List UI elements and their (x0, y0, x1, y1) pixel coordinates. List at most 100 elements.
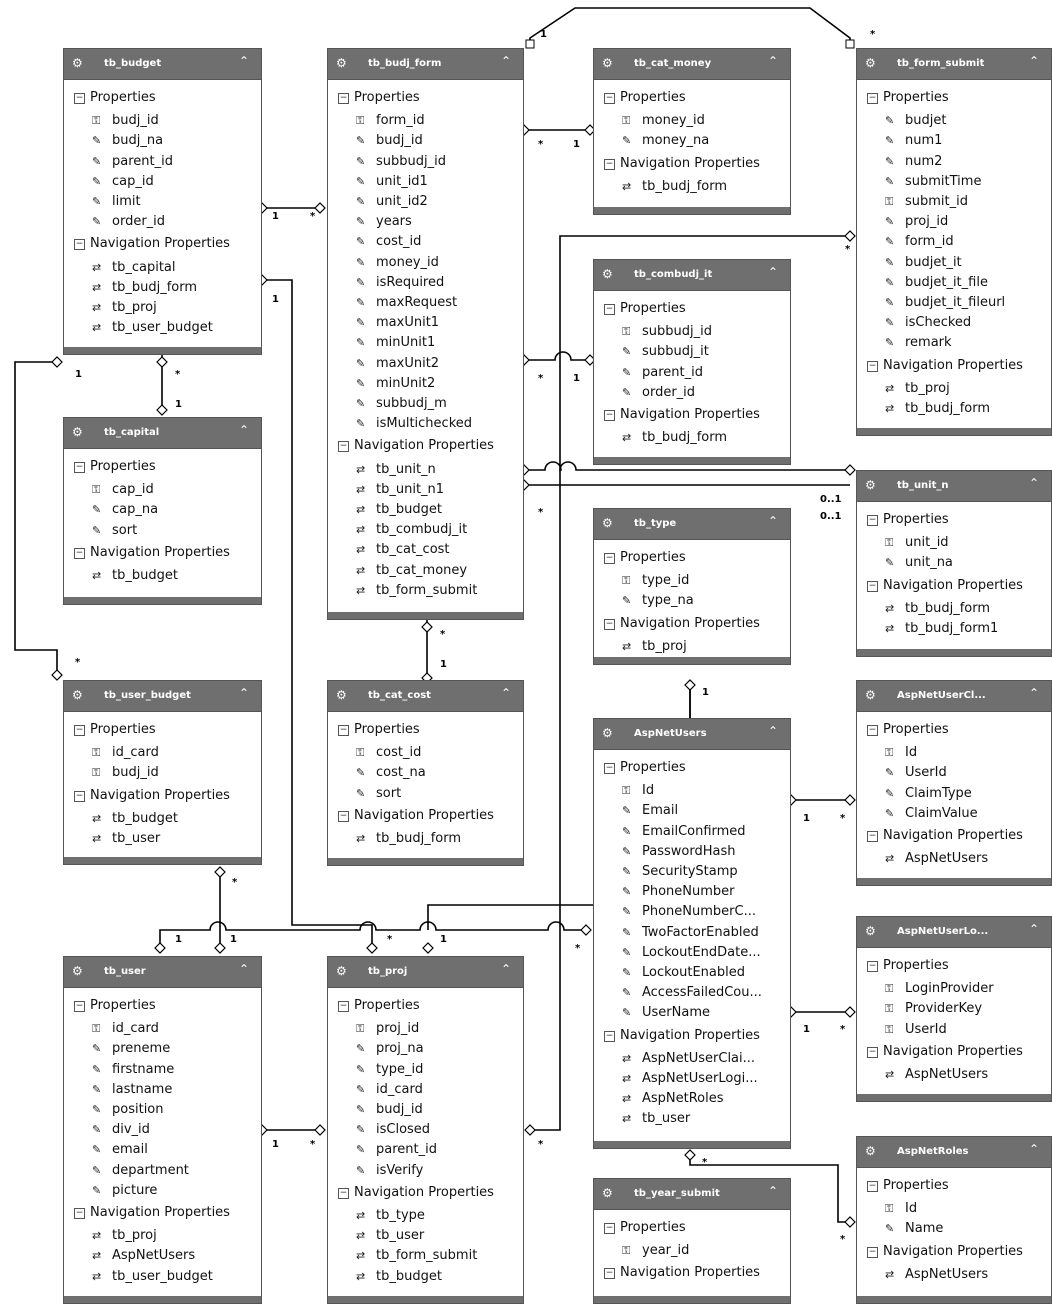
navigation-section-header[interactable]: −Navigation Properties (604, 407, 760, 422)
properties-section-header[interactable]: −Properties (74, 722, 156, 737)
entity-tb-user-budget[interactable]: ⚙tb_user_budget⌃−Properties⚿id_card⚿budj… (63, 680, 262, 865)
collapse-box-icon[interactable]: − (74, 239, 85, 251)
entity-header[interactable]: ⚙AspNetUserCl...⌃ (857, 681, 1051, 712)
entity-tb-cat-cost[interactable]: ⚙tb_cat_cost⌃−Properties⚿cost_id✎cost_na… (327, 680, 524, 866)
entity-header[interactable]: ⚙tb_user_budget⌃ (64, 681, 261, 712)
collapse-box-icon[interactable]: − (604, 158, 615, 170)
properties-section-header[interactable]: −Properties (867, 722, 949, 737)
properties-section-header[interactable]: −Properties (338, 722, 420, 737)
navigation-section-header[interactable]: −Navigation Properties (867, 1044, 1023, 1059)
properties-section-header[interactable]: −Properties (338, 998, 420, 1013)
navigation-section-header[interactable]: −Navigation Properties (604, 1028, 760, 1043)
collapse-box-icon[interactable]: − (867, 515, 878, 526)
navigation-section-header[interactable]: −Navigation Properties (338, 1185, 494, 1200)
collapse-box-icon[interactable]: − (74, 790, 85, 802)
entity-aspnetuserclaims[interactable]: ⚙AspNetUserCl...⌃−Properties⚿Id✎UserId✎C… (856, 680, 1052, 886)
properties-section-header[interactable]: −Properties (74, 90, 156, 105)
entity-tb-budget[interactable]: ⚙tb_budget⌃−Properties⚿budj_id✎budj_na✎p… (63, 48, 262, 355)
collapse-chevron-icon[interactable]: ⌃ (767, 265, 778, 279)
navigation-section-header[interactable]: −Navigation Properties (338, 438, 494, 453)
collapse-box-icon[interactable]: − (74, 93, 85, 104)
collapse-box-icon[interactable]: − (867, 1046, 878, 1058)
collapse-box-icon[interactable]: − (338, 1001, 349, 1012)
collapse-chevron-icon[interactable]: ⌃ (1028, 1142, 1039, 1156)
collapse-box-icon[interactable]: − (604, 304, 615, 315)
collapse-chevron-icon[interactable]: ⌃ (500, 962, 511, 976)
properties-section-header[interactable]: −Properties (604, 760, 686, 775)
entity-header[interactable]: ⚙tb_cat_cost⌃ (328, 681, 523, 712)
entity-tb-capital[interactable]: ⚙tb_capital⌃−Properties⚿cap_id✎cap_na✎so… (63, 417, 262, 605)
entity-header[interactable]: ⚙AspNetRoles⌃ (857, 1137, 1051, 1168)
collapse-box-icon[interactable]: − (867, 961, 878, 972)
collapse-chevron-icon[interactable]: ⌃ (238, 54, 249, 68)
navigation-section-header[interactable]: −Navigation Properties (867, 578, 1023, 593)
entity-tb-cat-money[interactable]: ⚙tb_cat_money⌃−Properties⚿money_id✎money… (593, 48, 791, 215)
collapse-chevron-icon[interactable]: ⌃ (238, 686, 249, 700)
entity-header[interactable]: ⚙tb_cat_money⌃ (594, 49, 790, 80)
collapse-chevron-icon[interactable]: ⌃ (238, 962, 249, 976)
collapse-box-icon[interactable]: − (604, 1268, 615, 1280)
properties-section-header[interactable]: −Properties (867, 90, 949, 105)
collapse-box-icon[interactable]: − (338, 810, 349, 822)
collapse-box-icon[interactable]: − (604, 93, 615, 104)
entity-tb-form-submit[interactable]: ⚙tb_form_submit⌃−Properties✎budjet✎num1✎… (856, 48, 1052, 436)
collapse-box-icon[interactable]: − (604, 410, 615, 421)
navigation-section-header[interactable]: −Navigation Properties (867, 828, 1023, 843)
collapse-box-icon[interactable]: − (604, 1223, 615, 1234)
collapse-box-icon[interactable]: − (604, 763, 615, 774)
entity-header[interactable]: ⚙tb_user⌃ (64, 957, 261, 988)
entity-tb-combudj-it[interactable]: ⚙tb_combudj_it⌃−Properties⚿subbudj_id✎su… (593, 259, 791, 465)
entity-header[interactable]: ⚙tb_combudj_it⌃ (594, 260, 790, 291)
entity-tb-type[interactable]: ⚙tb_type⌃−Properties⚿type_id✎type_na−Nav… (593, 508, 791, 665)
collapse-box-icon[interactable]: − (338, 93, 349, 104)
entity-header[interactable]: ⚙tb_year_submit⌃ (594, 1179, 790, 1210)
entity-header[interactable]: ⚙AspNetUsers⌃ (594, 719, 790, 750)
navigation-section-header[interactable]: −Navigation Properties (867, 358, 1023, 373)
entity-tb-proj[interactable]: ⚙tb_proj⌃−Properties⚿proj_id✎proj_na✎typ… (327, 956, 524, 1304)
properties-section-header[interactable]: −Properties (867, 512, 949, 527)
entity-header[interactable]: ⚙tb_budget⌃ (64, 49, 261, 80)
navigation-section-header[interactable]: −Navigation Properties (338, 808, 494, 823)
entity-tb-user[interactable]: ⚙tb_user⌃−Properties⚿id_card✎preneme✎fir… (63, 956, 262, 1304)
collapse-box-icon[interactable]: − (867, 725, 878, 736)
collapse-box-icon[interactable]: − (74, 462, 85, 473)
collapse-box-icon[interactable]: − (74, 1001, 85, 1012)
collapse-chevron-icon[interactable]: ⌃ (1028, 686, 1039, 700)
collapse-chevron-icon[interactable]: ⌃ (767, 54, 778, 68)
navigation-section-header[interactable]: −Navigation Properties (604, 156, 760, 171)
collapse-box-icon[interactable]: − (867, 831, 878, 842)
entity-header[interactable]: ⚙tb_form_submit⌃ (857, 49, 1051, 80)
entity-header[interactable]: ⚙tb_capital⌃ (64, 418, 261, 449)
entity-header[interactable]: ⚙tb_type⌃ (594, 509, 790, 540)
collapse-box-icon[interactable]: − (338, 1187, 349, 1199)
properties-section-header[interactable]: −Properties (74, 459, 156, 474)
properties-section-header[interactable]: −Properties (604, 550, 686, 565)
navigation-section-header[interactable]: −Navigation Properties (74, 236, 230, 251)
properties-section-header[interactable]: −Properties (604, 301, 686, 316)
properties-section-header[interactable]: −Properties (604, 90, 686, 105)
collapse-box-icon[interactable]: − (74, 1208, 85, 1219)
navigation-section-header[interactable]: −Navigation Properties (604, 616, 760, 631)
collapse-chevron-icon[interactable]: ⌃ (1028, 922, 1039, 936)
collapse-box-icon[interactable]: − (338, 725, 349, 736)
entity-header[interactable]: ⚙AspNetUserLo...⌃ (857, 917, 1051, 948)
entity-aspnetuserlogins[interactable]: ⚙AspNetUserLo...⌃−Properties⚿LoginProvid… (856, 916, 1052, 1102)
entity-tb-year-submit[interactable]: ⚙tb_year_submit⌃−Properties⚿year_id−Navi… (593, 1178, 791, 1304)
collapse-box-icon[interactable]: − (604, 1030, 615, 1042)
collapse-box-icon[interactable]: − (867, 93, 878, 104)
entity-header[interactable]: ⚙tb_proj⌃ (328, 957, 523, 988)
entity-aspnetroles[interactable]: ⚙AspNetRoles⌃−Properties⚿Id✎Name−Navigat… (856, 1136, 1052, 1304)
properties-section-header[interactable]: −Properties (74, 998, 156, 1013)
collapse-box-icon[interactable]: − (604, 618, 615, 630)
properties-section-header[interactable]: −Properties (867, 958, 949, 973)
collapse-box-icon[interactable]: − (74, 547, 85, 559)
collapse-chevron-icon[interactable]: ⌃ (1028, 476, 1039, 490)
entity-tb-budj-form[interactable]: ⚙tb_budj_form⌃−Properties⚿form_id✎budj_i… (327, 48, 524, 620)
entity-header[interactable]: ⚙tb_budj_form⌃ (328, 49, 523, 80)
collapse-chevron-icon[interactable]: ⌃ (1028, 54, 1039, 68)
collapse-box-icon[interactable]: − (867, 1246, 878, 1258)
properties-section-header[interactable]: −Properties (867, 1178, 949, 1193)
navigation-section-header[interactable]: −Navigation Properties (74, 1205, 230, 1220)
entity-tb-unit-n[interactable]: ⚙tb_unit_n⌃−Properties⚿unit_id✎unit_na−N… (856, 470, 1052, 657)
entity-header[interactable]: ⚙tb_unit_n⌃ (857, 471, 1051, 502)
